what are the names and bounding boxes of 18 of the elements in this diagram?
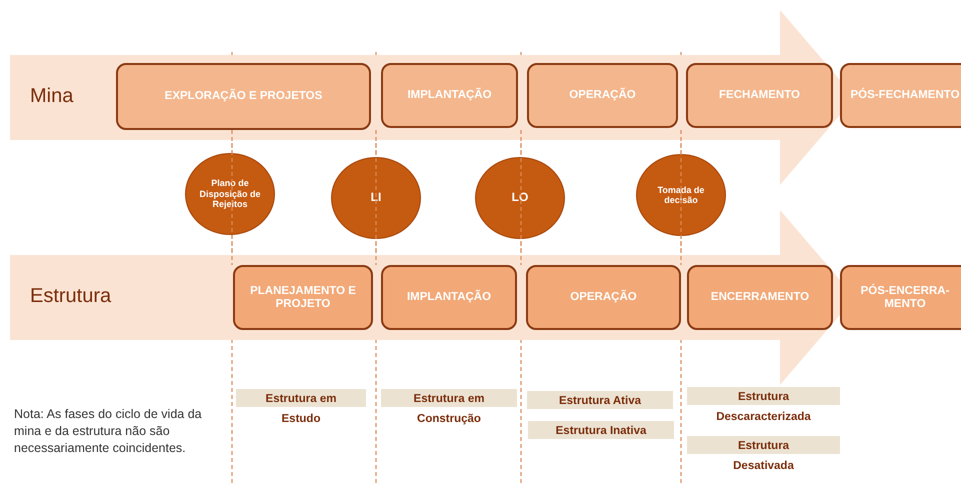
milestone-circle: Plano de Disposição de Rejeitos bbox=[185, 153, 275, 235]
status-label: Estrutura Inativa bbox=[528, 421, 674, 441]
milestone-circle: LI bbox=[331, 157, 421, 239]
phase-box: IMPLANTAÇÃO bbox=[381, 63, 518, 128]
row-label: Estrutura bbox=[30, 285, 112, 308]
phase-box: EXPLORAÇÃO E PROJETOS bbox=[116, 63, 371, 130]
note-text: Nota: As fases do ciclo de vida da mina e da estrutura não são necessariamente coincidentes. bbox=[14, 406, 203, 457]
phase-box: PLANEJAMENTO E PROJETO bbox=[233, 265, 373, 330]
status-label: Estrutura Ativa bbox=[527, 391, 673, 411]
phase-box: PÓS-ENCERRA-MENTO bbox=[840, 265, 961, 330]
phase-box: IMPLANTAÇÃO bbox=[381, 265, 517, 330]
phase-box: OPERAÇÃO bbox=[527, 63, 678, 128]
phase-box: FECHAMENTO bbox=[686, 63, 833, 128]
milestone-circle: Tomada de decisão bbox=[636, 154, 726, 236]
phase-box: OPERAÇÃO bbox=[526, 265, 681, 330]
phase-box: PÓS-FECHAMENTO bbox=[840, 63, 961, 128]
row-label: Mina bbox=[30, 85, 74, 108]
phase-box: ENCERRAMENTO bbox=[687, 265, 833, 330]
